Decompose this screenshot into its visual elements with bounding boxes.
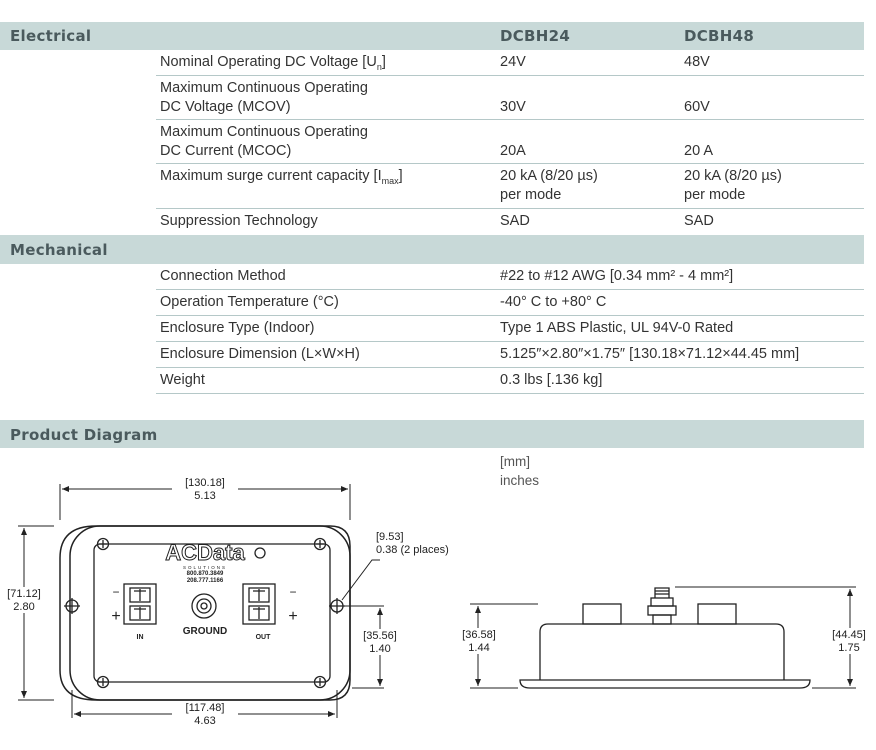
row-label: Maximum surge current capacity [Imax]	[160, 168, 403, 186]
side-dimension-labels: [36.58] 1.44 [44.45] 1.75	[458, 628, 872, 654]
dim-side-height-in: 1.44	[468, 642, 489, 654]
mechanical-header-band: Mechanical	[0, 235, 864, 264]
row-value-dcbh48-line2: per mode	[684, 187, 746, 203]
row-value-dcbh48: 60V	[684, 99, 710, 115]
table-row: Enclosure Dimension (L×W×H) 5.125″×2.80″…	[156, 342, 864, 368]
row-label: Suppression Technology	[160, 213, 318, 229]
row-label: Enclosure Dimension (L×W×H)	[160, 346, 360, 362]
phone-1: 800.870.3849	[187, 571, 224, 577]
table-row: Nominal Operating DC Voltage [Un] 24V 48…	[156, 50, 864, 76]
product-diagram-header-band: Product Diagram	[0, 420, 864, 448]
mounting-hole-icon	[64, 598, 345, 614]
units-mm-label: [mm]	[500, 454, 530, 469]
table-row: Maximum Continuous Operating DC Current …	[156, 120, 864, 164]
product-diagram: ACData SOLUTIONS 800.870.3849 208.777.11…	[4, 476, 872, 727]
row-label-line1: Maximum Continuous Operating	[160, 80, 368, 96]
front-view	[59, 525, 351, 701]
row-label: Nominal Operating DC Voltage [Un]	[160, 54, 386, 72]
front-dimension-labels: [130.18] 5.13 [71.12] 2.80 [9.53] 0.38 (…	[4, 476, 449, 727]
row-label: Weight	[160, 372, 205, 388]
row-value-dcbh24: 30V	[500, 99, 526, 115]
led-indicator-icon	[254, 547, 266, 559]
col-dcbh48-header: DCBH48	[684, 27, 755, 45]
dim-height-in: 2.80	[13, 601, 34, 613]
in-minus: −	[112, 585, 119, 599]
dim-height-mm: [71.12]	[7, 588, 41, 600]
row-value-dcbh24-line2: per mode	[500, 187, 562, 203]
units-inches-label: inches	[500, 473, 540, 488]
dim-total-height-mm: [44.45]	[832, 629, 866, 641]
row-value: #22 to #12 AWG [0.34 mm² - 4 mm²]	[500, 268, 734, 284]
row-value: 5.125″×2.80″×1.75″ [130.18×71.12×44.45 m…	[500, 346, 800, 362]
row-label-line2: DC Current (MCOC)	[160, 143, 292, 159]
logo-sub-text: SOLUTIONS	[183, 565, 227, 570]
product-diagram-title: Product Diagram	[10, 426, 158, 444]
out-label: OUT	[256, 634, 272, 641]
table-row: Enclosure Type (Indoor) Type 1 ABS Plast…	[156, 316, 864, 342]
ground-label: GROUND	[183, 626, 227, 637]
row-value: -40° C to +80° C	[500, 294, 607, 310]
row-value-dcbh24: SAD	[500, 213, 530, 229]
dim-width-mm: [130.18]	[185, 477, 225, 489]
dim-hole-in: 0.38 (2 places)	[376, 544, 449, 556]
electrical-title: Electrical	[10, 27, 92, 45]
dim-inner-height-in: 1.40	[369, 643, 390, 655]
row-value-dcbh48: 20 A	[684, 143, 714, 159]
table-row: Connection Method #22 to #12 AWG [0.34 m…	[156, 264, 864, 290]
row-value-dcbh24: 24V	[500, 54, 526, 70]
col-dcbh24-header: DCBH24	[500, 27, 571, 45]
logo-text: ACData	[165, 540, 245, 565]
row-value-dcbh48-line1: 20 kA (8/20 µs)	[684, 168, 782, 184]
row-label-line1: Maximum Continuous Operating	[160, 124, 368, 140]
dim-inner-height-mm: [35.56]	[363, 630, 397, 642]
ground-stud-icon	[191, 593, 217, 619]
row-value-dcbh48: SAD	[684, 213, 714, 229]
side-dimensions	[470, 586, 856, 689]
row-label-line2: DC Voltage (MCOV)	[160, 99, 291, 115]
table-row: Maximum surge current capacity [Imax] 20…	[156, 164, 864, 209]
electrical-header-band: Electrical DCBH24 DCBH48	[0, 22, 864, 50]
row-label: Enclosure Type (Indoor)	[160, 320, 315, 336]
phone-2: 208.777.1166	[187, 578, 224, 584]
table-row: Weight 0.3 lbs [.136 kg]	[156, 368, 864, 394]
row-value-dcbh24-line1: 20 kA (8/20 µs)	[500, 168, 598, 184]
row-value-dcbh24: 20A	[500, 143, 526, 159]
out-plus: +	[288, 608, 297, 625]
dim-side-height-mm: [36.58]	[462, 629, 496, 641]
table-row: Maximum Continuous Operating DC Voltage …	[156, 76, 864, 120]
table-row: Suppression Technology SAD SAD	[156, 209, 864, 234]
row-label: Connection Method	[160, 268, 286, 284]
dim-hole-mm: [9.53]	[376, 531, 404, 543]
dim-inner-width-mm: [117.48]	[186, 702, 225, 714]
row-label: Operation Temperature (°C)	[160, 294, 339, 310]
dim-total-height-in: 1.75	[838, 642, 859, 654]
dim-width-in: 5.13	[194, 490, 215, 502]
mechanical-title: Mechanical	[10, 241, 108, 259]
row-value: 0.3 lbs [.136 kg]	[500, 372, 603, 388]
dim-inner-width-in: 4.63	[194, 715, 215, 727]
in-label: IN	[137, 634, 144, 641]
front-view-labels: ACData SOLUTIONS 800.870.3849 208.777.11…	[111, 540, 297, 642]
corner-screw-icon	[96, 537, 327, 689]
side-view	[519, 587, 811, 689]
in-plus: +	[111, 608, 120, 625]
row-value: Type 1 ABS Plastic, UL 94V-0 Rated	[500, 320, 734, 336]
out-minus: −	[289, 585, 296, 599]
row-value-dcbh48: 48V	[684, 54, 710, 70]
table-row: Operation Temperature (°C) -40° C to +80…	[156, 290, 864, 316]
